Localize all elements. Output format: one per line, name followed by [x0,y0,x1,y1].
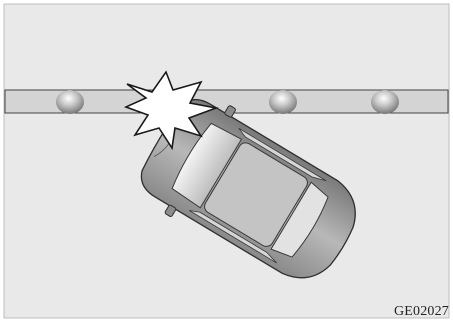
barrier-post-icon [269,90,297,114]
figure-code: GE02027 [394,304,449,320]
barrier-post-icon [56,90,84,114]
barrier-post-icon [371,90,399,114]
